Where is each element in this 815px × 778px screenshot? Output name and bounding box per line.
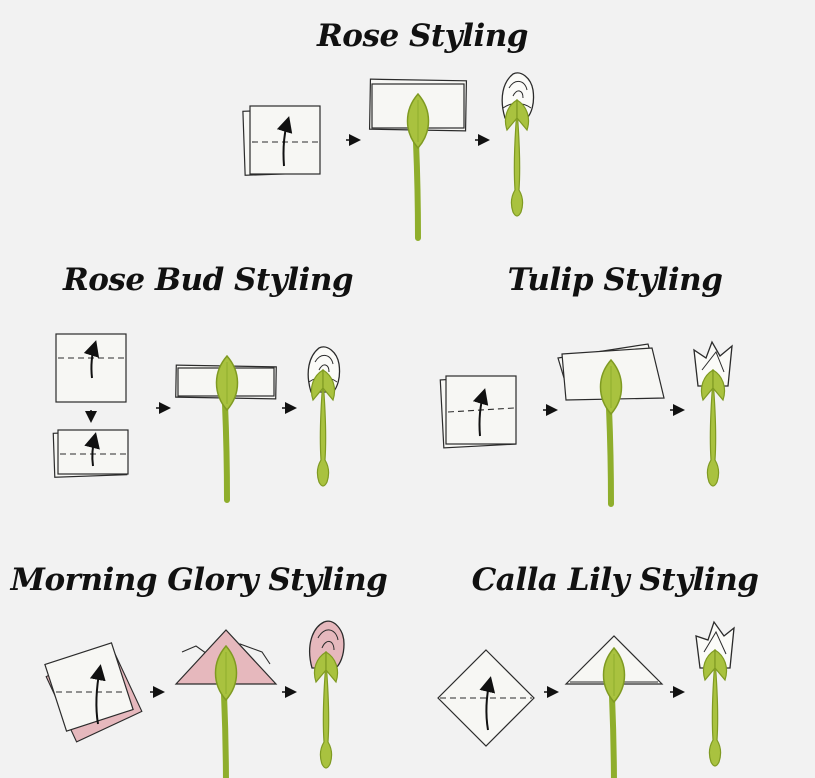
rose-step1-napkin [242,105,321,176]
rose-step2-folded-napkin [368,78,468,238]
morning-glory-styling-title: Morning Glory Styling [10,562,388,598]
rose-step3-flower [501,72,535,217]
calla-lily-step3-flower [695,620,735,767]
morning-glory-step3-flower [308,620,345,769]
rosebud-step1-napkin [55,333,127,403]
rosebud-step3-flower [307,346,341,487]
leaf-holder-icon [408,94,429,238]
calla-lily-step2-holder [564,635,664,778]
rosebud-step1b-napkin [52,429,129,478]
tulip-step2-holder [557,343,665,504]
calla-lily-styling-title: Calla Lily Styling [471,562,759,598]
tulip-styling-title: Tulip Styling [507,262,723,298]
flower-icon [504,99,530,217]
rosebud-step2-holder [175,356,277,500]
rose-styling-title: Rose Styling [317,18,528,54]
fold-arrow-icon [276,116,293,167]
calla-lily-step1-napkin [437,649,535,747]
tulip-step1-napkin [439,375,517,449]
morning-glory-step2-holder [174,629,278,778]
rose-bud-styling-title: Rose Bud Styling [62,262,354,298]
morning-glory-step1-napkin [44,642,143,743]
tulip-step3-flower [693,340,733,487]
